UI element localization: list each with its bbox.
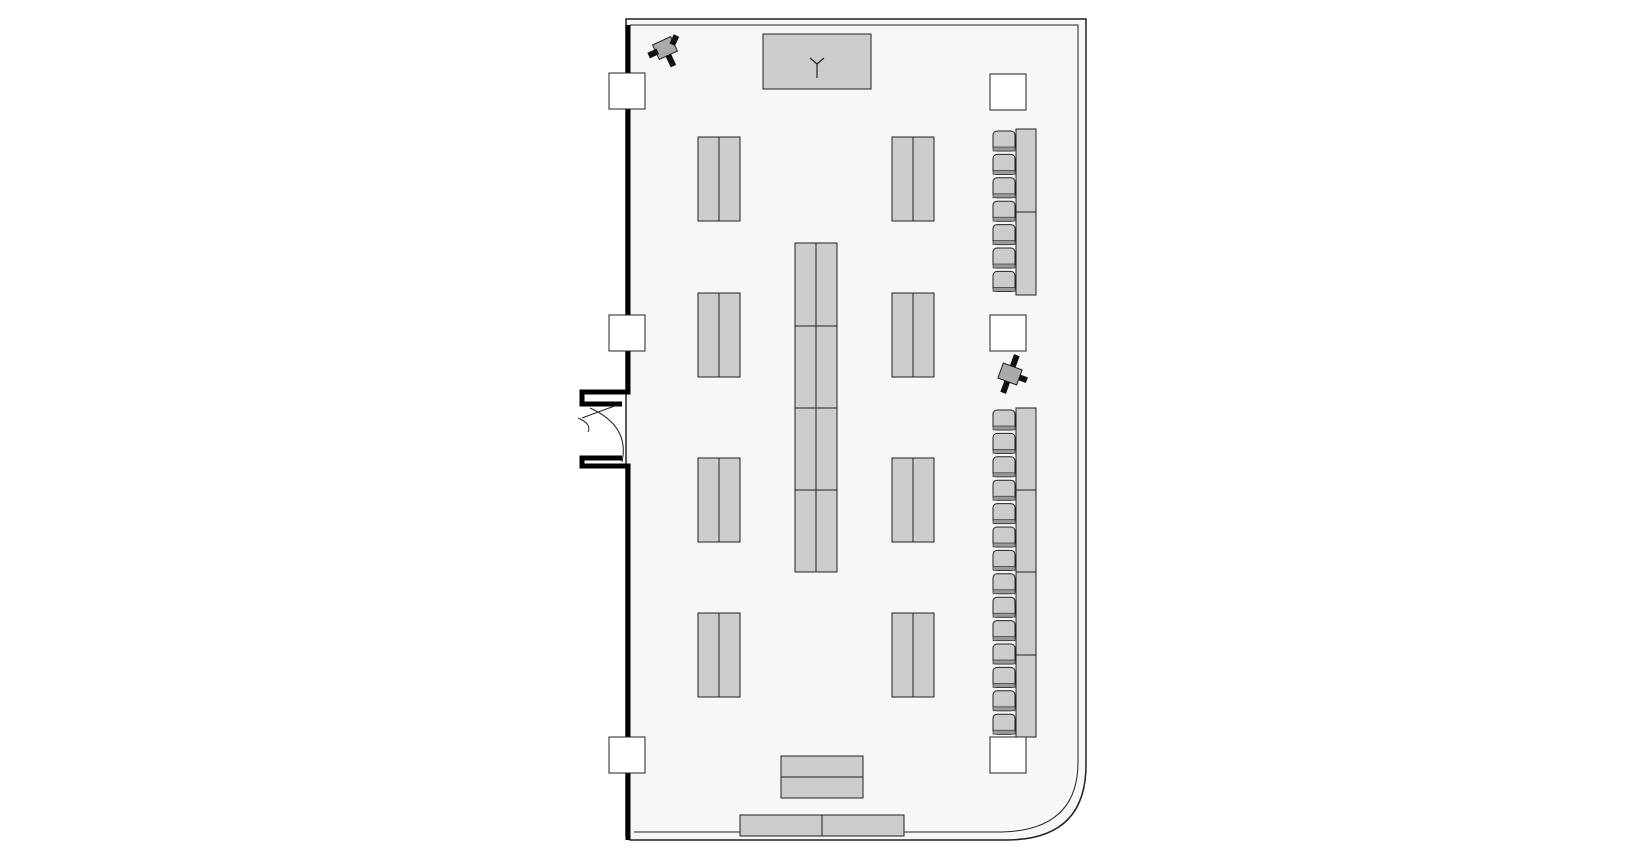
- left-wall-upper: [579, 25, 631, 407]
- left-wall-lower: [579, 455, 631, 840]
- lower-chair-11: [992, 643, 1016, 665]
- table-right-2: [891, 292, 935, 378]
- lower-chair-10: [992, 620, 1016, 642]
- center-table-module-4: [794, 489, 838, 573]
- column-left-top: [608, 72, 646, 110]
- lower-chair-4: [992, 479, 1016, 501]
- center-table: [794, 242, 838, 573]
- room-outer-wall: [625, 18, 1087, 841]
- column-right-bottom: [989, 736, 1027, 774]
- lower-chair-8: [992, 573, 1016, 595]
- door-swing-arc: [589, 407, 624, 463]
- lower-chair-13: [992, 690, 1016, 712]
- center-table-module-2: [794, 325, 838, 409]
- stage: [762, 33, 872, 90]
- column-right-middle: [989, 314, 1027, 352]
- bottom-table-upper: [780, 755, 864, 799]
- lower-chair-3: [992, 456, 1016, 478]
- bench-upper: [1015, 128, 1037, 296]
- door-swing-arc-2: [577, 417, 590, 433]
- room-inner-wall: [630, 24, 1079, 833]
- bottom-table-lower: [739, 814, 905, 837]
- table-right-1: [891, 136, 935, 222]
- stage-platform: [762, 33, 872, 90]
- room-outline: [625, 18, 1087, 841]
- chairs-lower: [992, 409, 1016, 735]
- upper-chair-4: [992, 200, 1016, 222]
- center-table-module-1: [794, 242, 838, 327]
- table-left-2: [697, 292, 741, 378]
- seating-upper: [992, 128, 1037, 296]
- upper-chair-1: [992, 130, 1016, 152]
- lower-chair-12: [992, 666, 1016, 688]
- table-left-3: [697, 457, 741, 543]
- columns: [608, 72, 1027, 774]
- lower-chair-2: [992, 432, 1016, 454]
- table-left-4: [697, 612, 741, 698]
- lower-chair-7: [992, 549, 1016, 571]
- bench-lower: [1015, 407, 1037, 738]
- center-table-module-3: [794, 407, 838, 491]
- lower-chair-14: [992, 713, 1016, 735]
- chairs-upper: [992, 130, 1016, 292]
- bottom-tables: [739, 755, 905, 837]
- column-right-top: [989, 73, 1027, 111]
- table-right-4: [891, 612, 935, 698]
- upper-chair-6: [992, 247, 1016, 269]
- tables: [697, 136, 935, 698]
- camera-top-left-icon: [647, 34, 680, 68]
- door-leaf: [581, 403, 621, 419]
- door: [577, 403, 624, 463]
- column-left-middle: [608, 314, 646, 352]
- column-left-bottom: [608, 736, 646, 774]
- camera-right-icon: [997, 354, 1028, 394]
- left-wall: [579, 25, 631, 840]
- lower-chair-6: [992, 526, 1016, 548]
- presenter-icon: [809, 57, 825, 78]
- lower-chair-5: [992, 503, 1016, 525]
- lower-chair-9: [992, 596, 1016, 618]
- upper-chair-2: [992, 153, 1016, 175]
- lower-chair-1: [992, 409, 1016, 431]
- upper-chair-7: [992, 270, 1016, 292]
- table-left-1: [697, 136, 741, 222]
- upper-chair-3: [992, 177, 1016, 199]
- seating-lower: [992, 407, 1037, 738]
- table-right-3: [891, 457, 935, 543]
- upper-chair-5: [992, 224, 1016, 246]
